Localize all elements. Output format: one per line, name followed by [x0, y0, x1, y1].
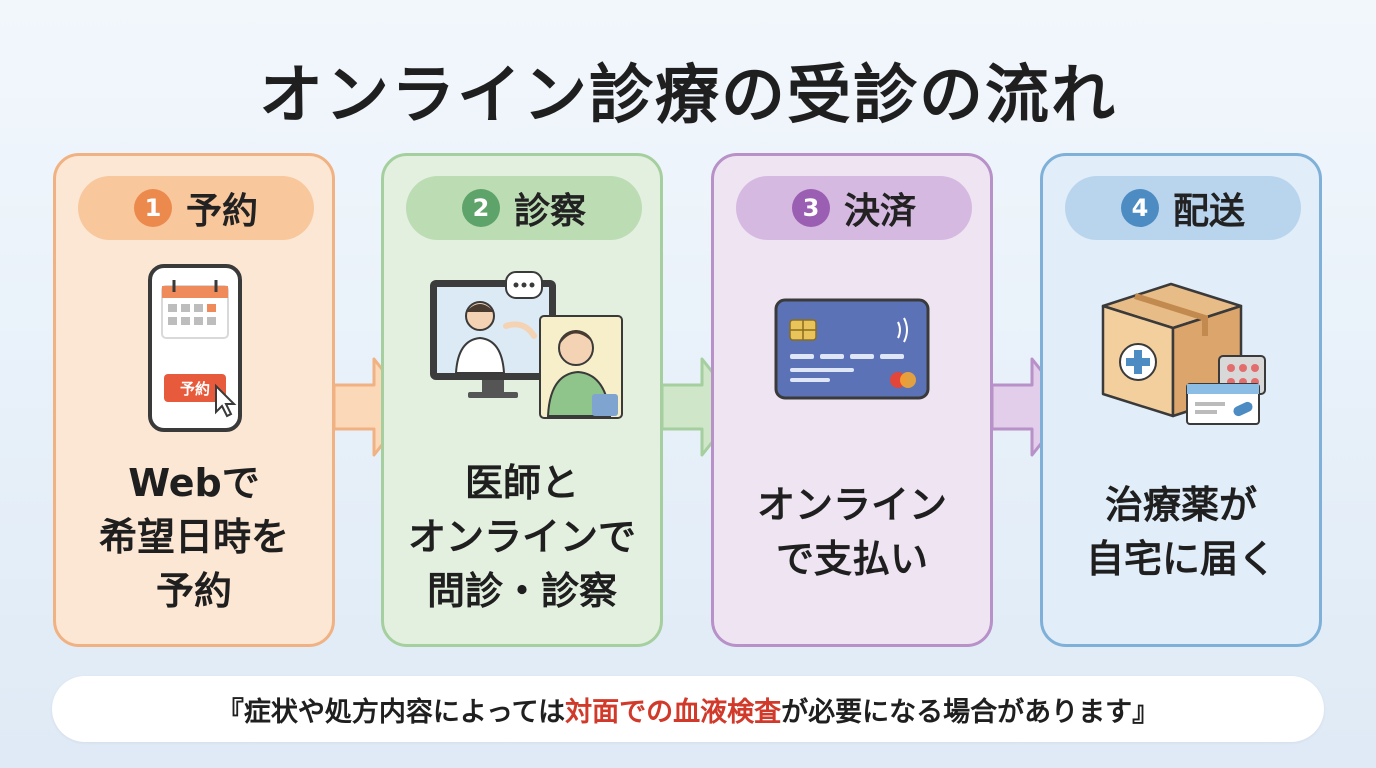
video-consultation-icon	[430, 271, 623, 419]
note-text-after: が必要になる場合があります』	[781, 696, 1160, 728]
note-highlight: 対面での血液検査	[565, 696, 782, 728]
step-description: 治療薬が 自宅に届く	[1085, 483, 1276, 581]
note-banner: 『症状や処方内容によっては 対面での血液検査 が必要になる場合があります』	[52, 676, 1324, 742]
step-label: 予約	[185, 191, 258, 232]
step-description: オンライン で支払い	[756, 483, 947, 581]
step-label: 診察	[513, 191, 586, 232]
step-header: 3 決済	[736, 176, 972, 240]
step-label: 配送	[1172, 191, 1245, 232]
credit-card-icon	[774, 298, 930, 400]
smartphone-calendar-icon: 予約	[148, 264, 242, 432]
step-number: 3	[791, 189, 830, 227]
step-description: 医師と オンラインで 問診・診察	[407, 461, 636, 613]
step-number: 2	[461, 189, 500, 227]
note-text-before: 『症状や処方内容によっては	[216, 696, 566, 728]
step-number: 4	[1120, 189, 1159, 227]
step-header: 4 配送	[1065, 176, 1301, 240]
step-card-reservation: 1 予約 予約 Webで 希望日時を 予約	[53, 153, 335, 647]
step-header: 2 診察	[406, 176, 642, 240]
medicine-package-icon	[1101, 282, 1266, 425]
step-card-consultation: 2 診察 医師と オンラインで 問診・診察	[381, 153, 663, 647]
step-label: 決済	[843, 191, 916, 232]
step-card-payment: 3 決済 オンライン で支払い	[711, 153, 993, 647]
step-number: 1	[133, 189, 172, 227]
step-description: Webで 希望日時を 予約	[98, 461, 289, 613]
step-card-delivery: 4 配送 治療薬が 自宅に届く	[1040, 153, 1322, 647]
page-title: オンライン診療の受診の流れ	[259, 59, 1117, 133]
reserve-button-text: 予約	[180, 380, 210, 398]
step-header: 1 予約	[78, 176, 314, 240]
